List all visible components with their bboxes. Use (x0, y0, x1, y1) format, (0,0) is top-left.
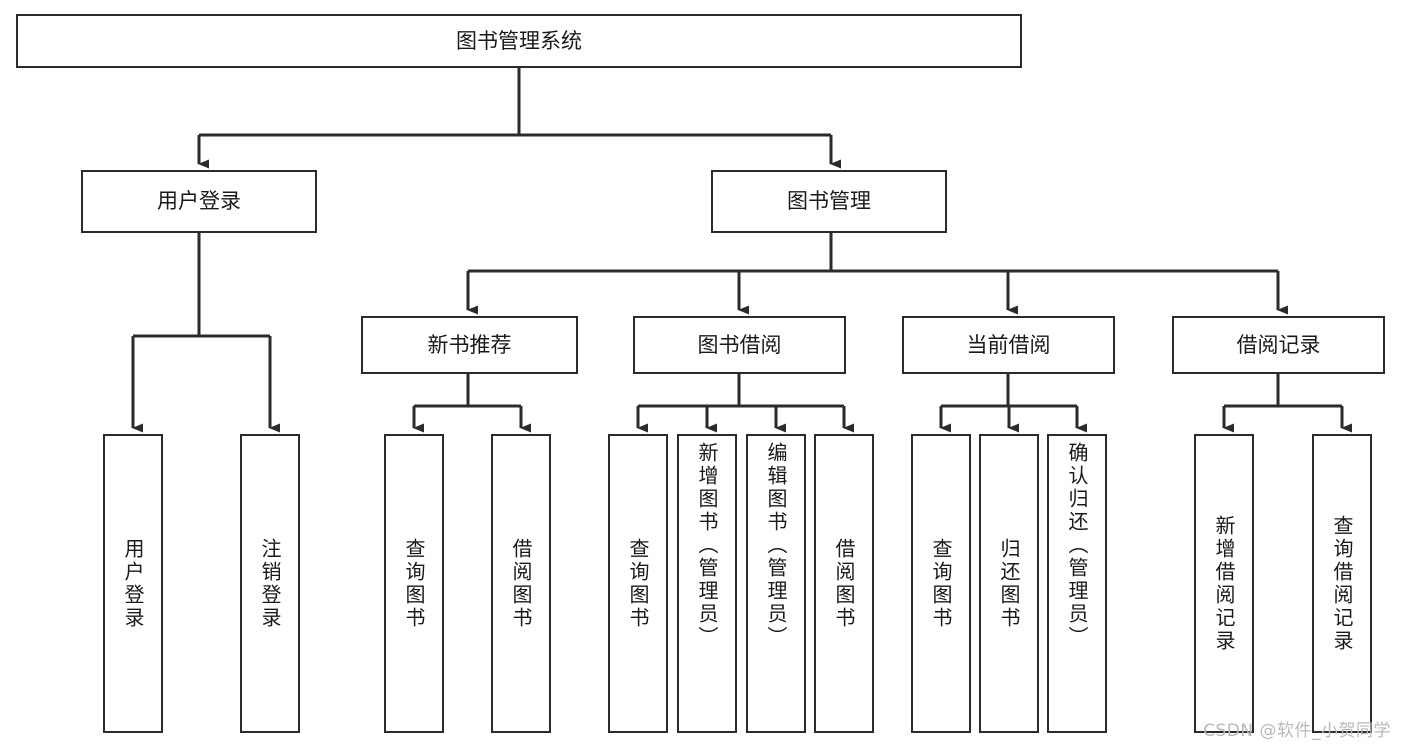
node-label: 借阅图书 (832, 537, 856, 630)
leaf-logout[interactable]: 注销登录 (240, 434, 300, 733)
node-label: 借阅记录 (1236, 332, 1321, 357)
leaf-add-book-admin[interactable]: 新增图书（管理员） (677, 434, 737, 733)
node-label: 当前借阅 (966, 332, 1051, 357)
leaf-return-book[interactable]: 归还图书 (979, 434, 1039, 733)
leaf-borrow-book[interactable]: 借阅图书 (814, 434, 874, 733)
node-label: 图书管理系统 (456, 28, 582, 53)
node-label: 图书借阅 (697, 332, 782, 357)
node-label: 查询图书 (626, 537, 650, 630)
node-label: 新书推荐 (427, 332, 512, 357)
node-book-borrow[interactable]: 图书借阅 (633, 316, 846, 374)
node-book-management[interactable]: 图书管理 (711, 170, 947, 233)
node-borrow-record[interactable]: 借阅记录 (1172, 316, 1385, 374)
leaf-add-borrow-record[interactable]: 新增借阅记录 (1194, 434, 1254, 733)
node-label: 用户登录 (121, 537, 145, 630)
node-label: 用户登录 (157, 189, 241, 214)
leaf-query-borrow-record[interactable]: 查询借阅记录 (1312, 434, 1372, 733)
node-label: 查询借阅记录 (1330, 514, 1354, 653)
leaf-edit-book-admin[interactable]: 编辑图书（管理员） (746, 434, 806, 733)
node-label: 查询图书 (402, 537, 426, 630)
node-current-borrow[interactable]: 当前借阅 (902, 316, 1115, 374)
node-label: 归还图书 (997, 537, 1021, 630)
leaf-query-book-recommend[interactable]: 查询图书 (384, 434, 444, 733)
leaf-user-login[interactable]: 用户登录 (103, 434, 163, 733)
node-label: 新增借阅记录 (1212, 514, 1236, 653)
leaf-confirm-return-admin[interactable]: 确认归还（管理员） (1047, 434, 1107, 733)
node-label: 查询图书 (929, 537, 953, 630)
leaf-query-book-borrow[interactable]: 查询图书 (608, 434, 668, 733)
node-new-book-recommend[interactable]: 新书推荐 (361, 316, 578, 374)
node-label: 图书管理 (787, 189, 871, 214)
node-book-management-system[interactable]: 图书管理系统 (16, 14, 1022, 68)
leaf-borrow-book-recommend[interactable]: 借阅图书 (491, 434, 551, 733)
leaf-query-book-current[interactable]: 查询图书 (911, 434, 971, 733)
node-label: 新增图书（管理员） (695, 442, 719, 649)
node-label: 编辑图书（管理员） (764, 442, 788, 649)
node-user-login[interactable]: 用户登录 (81, 170, 317, 233)
node-label: 注销登录 (258, 537, 282, 630)
node-label: 确认归还（管理员） (1065, 442, 1089, 649)
node-label: 借阅图书 (509, 537, 533, 630)
